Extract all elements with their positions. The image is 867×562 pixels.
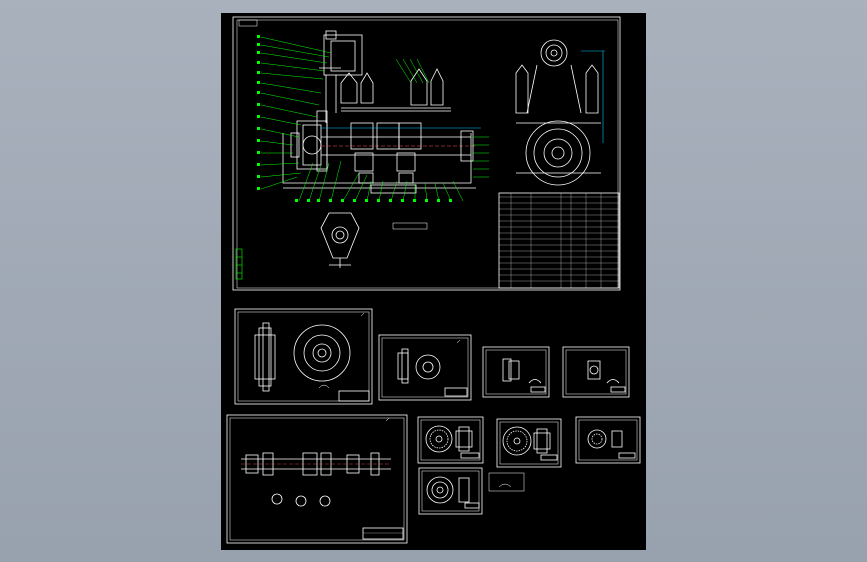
upper-rocker-assemblies — [340, 68, 451, 112]
detail-caption — [392, 222, 428, 230]
right-leader-lines — [473, 136, 489, 178]
parts-list-table[interactable] — [498, 192, 620, 289]
drawing-stamp — [235, 248, 243, 280]
part-drawing-8[interactable] — [418, 467, 525, 515]
top-leader-lines — [395, 58, 430, 84]
left-housing — [290, 110, 328, 172]
frame — [282, 133, 476, 194]
bottom-leader-lines — [298, 160, 464, 202]
part-drawing-4[interactable] — [562, 346, 630, 398]
part-drawing-6[interactable] — [496, 418, 562, 468]
motor-assembly — [319, 30, 363, 123]
drawing-sheet — [221, 13, 646, 550]
left-leader-lines — [260, 36, 332, 190]
main-shaft — [321, 130, 476, 162]
shaft-drawing[interactable] — [226, 414, 408, 544]
part-drawing-7[interactable] — [575, 416, 641, 464]
main-assembly-drawing[interactable] — [232, 16, 621, 291]
detail-view — [320, 212, 360, 268]
part-drawing-3[interactable] — [482, 346, 550, 398]
bearing-blocks — [350, 122, 422, 184]
part-drawing-5[interactable] — [417, 416, 484, 464]
cad-canvas[interactable] — [221, 13, 646, 550]
part-drawing-2[interactable] — [378, 334, 472, 401]
left-label-ticks — [257, 35, 260, 190]
side-view — [515, 39, 605, 186]
part-drawing-1[interactable] — [234, 308, 373, 405]
sheet-tag — [238, 19, 258, 27]
bottom-label-ticks — [295, 199, 452, 202]
